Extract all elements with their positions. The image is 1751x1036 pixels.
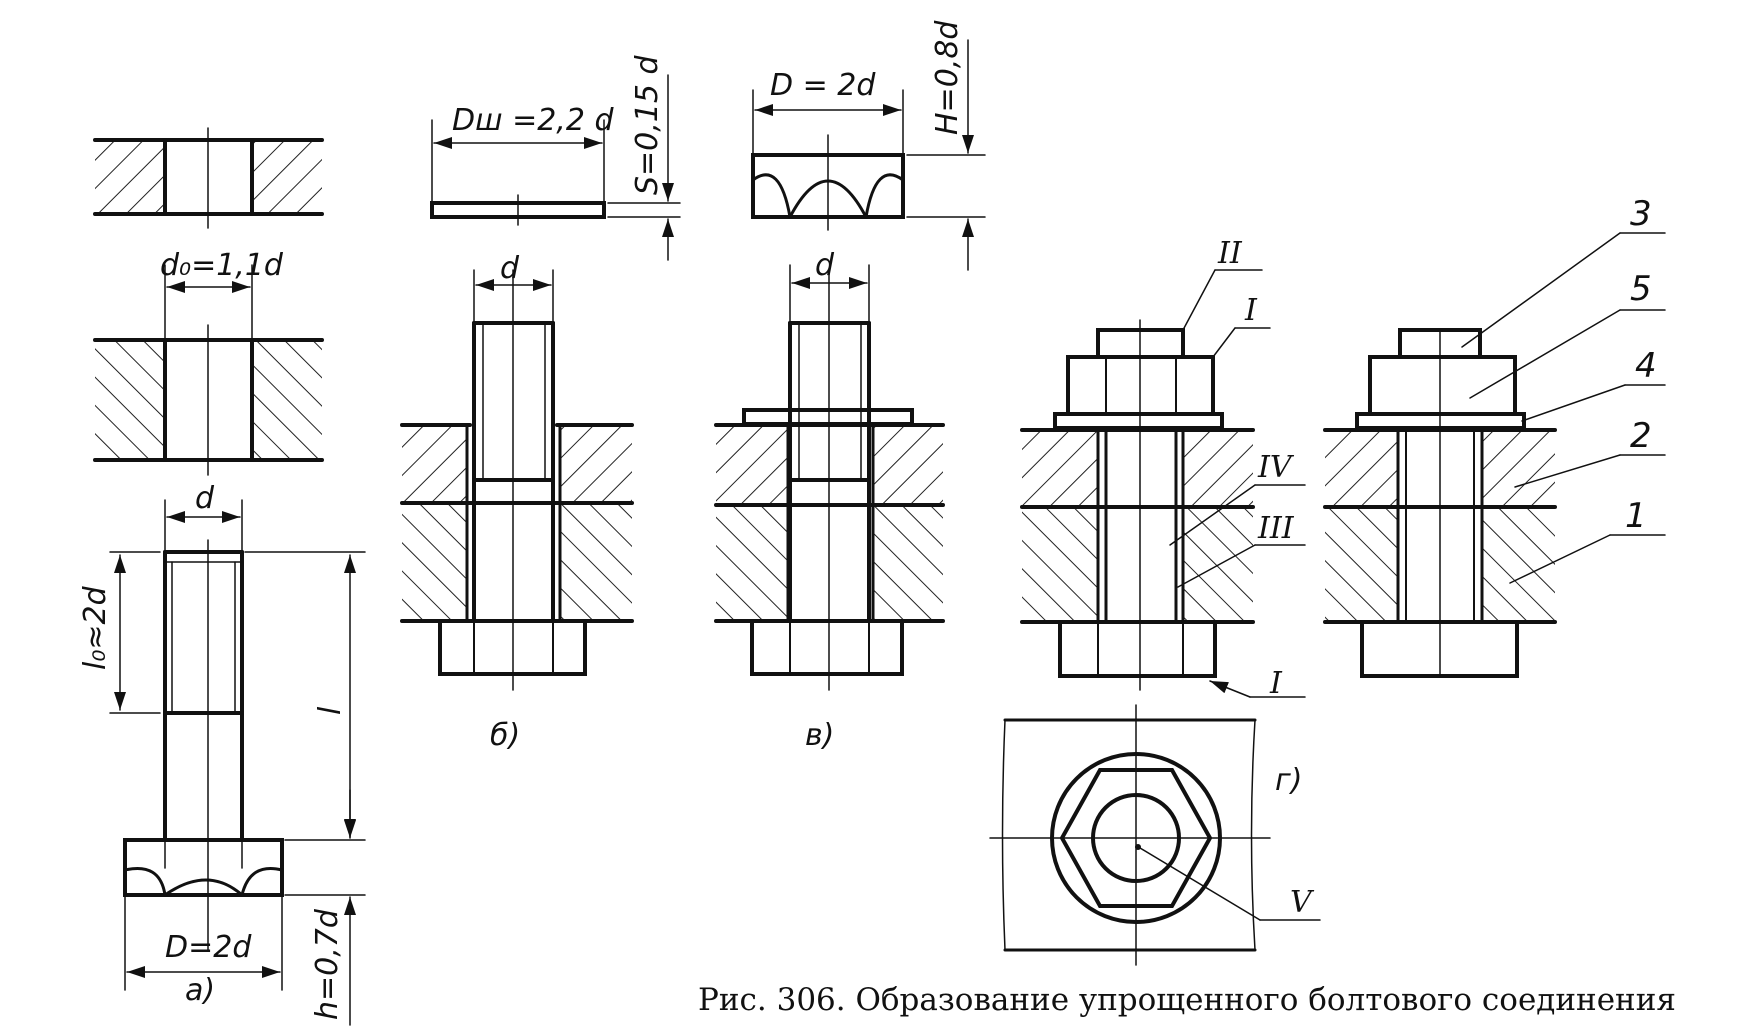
dim-d0: d₀=1,1d: [160, 248, 284, 283]
panel-label-b: б): [490, 718, 520, 753]
panel-a-plate-bottom: [93, 264, 324, 476]
part-2: 2: [1630, 416, 1652, 456]
panel-g-assembly-left: [1020, 269, 1306, 698]
panel-g-plan-view: [989, 704, 1321, 966]
part-3: 3: [1630, 194, 1652, 234]
dim-d-b: d: [500, 251, 520, 286]
dim-d-v: d: [815, 248, 835, 283]
part-1: 1: [1625, 496, 1647, 536]
marker-IV: IV: [1257, 450, 1295, 485]
marker-I-bottom: I: [1269, 666, 1283, 701]
marker-II: II: [1217, 236, 1243, 271]
dim-H: H=0,8d: [930, 20, 965, 135]
dim-h: h=0,7d: [310, 908, 345, 1020]
panel-a-bolt: [109, 499, 366, 1026]
marker-III: III: [1257, 511, 1295, 546]
dim-Dw: Dш =2,2 d: [452, 103, 614, 138]
dim-D-nut: D = 2d: [770, 68, 876, 103]
dim-l: l: [313, 706, 348, 715]
figure-caption: Рис. 306. Образование упрощенного болтов…: [698, 982, 1676, 1018]
panel-label-a: а): [185, 973, 215, 1008]
panel-label-g: г): [1275, 763, 1302, 798]
dim-l0: l₀≈2d: [78, 585, 113, 670]
panel-b-washer: [430, 74, 681, 261]
panel-a-plate-top: [93, 127, 324, 229]
labels: d₀=1,1d d l₀≈2d l D=2d h=0,7d а) Dш =2,2…: [78, 20, 1676, 1020]
panel-label-v: в): [805, 718, 834, 753]
marker-I-top: I: [1244, 293, 1258, 328]
panel-b-assembly: [400, 269, 634, 691]
panel-v-assembly: [714, 264, 945, 691]
dim-S: S=0,15 d: [630, 54, 665, 195]
part-4: 4: [1635, 346, 1657, 386]
dim-d-a: d: [195, 481, 215, 516]
marker-V: V: [1290, 885, 1315, 920]
panel-v-nut: [751, 39, 986, 271]
dim-D-head: D=2d: [165, 930, 252, 965]
part-5: 5: [1630, 269, 1652, 309]
panel-g-assembly-right: [1323, 232, 1666, 678]
